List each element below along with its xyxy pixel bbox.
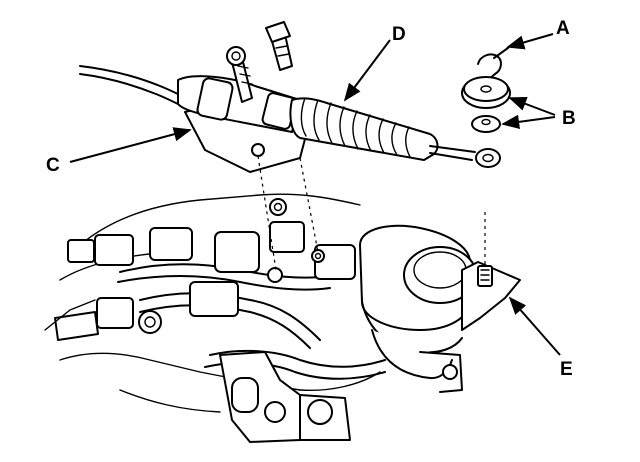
callout-leaders bbox=[69, 33, 561, 356]
dust-boot bbox=[289, 97, 501, 168]
leader-e bbox=[508, 296, 561, 356]
callout-c: C bbox=[46, 155, 60, 176]
leader-b-2 bbox=[501, 114, 556, 129]
clutch-cable bbox=[79, 65, 187, 107]
callout-e: E bbox=[560, 359, 573, 380]
leader-b-1 bbox=[508, 96, 556, 116]
callout-d: D bbox=[392, 24, 406, 45]
callout-a: A bbox=[556, 18, 570, 39]
slave-cylinder bbox=[177, 21, 319, 271]
leader-a bbox=[506, 33, 554, 50]
leader-c bbox=[69, 127, 192, 163]
leader-d bbox=[343, 39, 391, 102]
clip-and-washers bbox=[461, 47, 511, 133]
callout-b: B bbox=[562, 108, 576, 129]
reservoir-assembly bbox=[359, 212, 521, 393]
engine-background bbox=[44, 193, 386, 443]
